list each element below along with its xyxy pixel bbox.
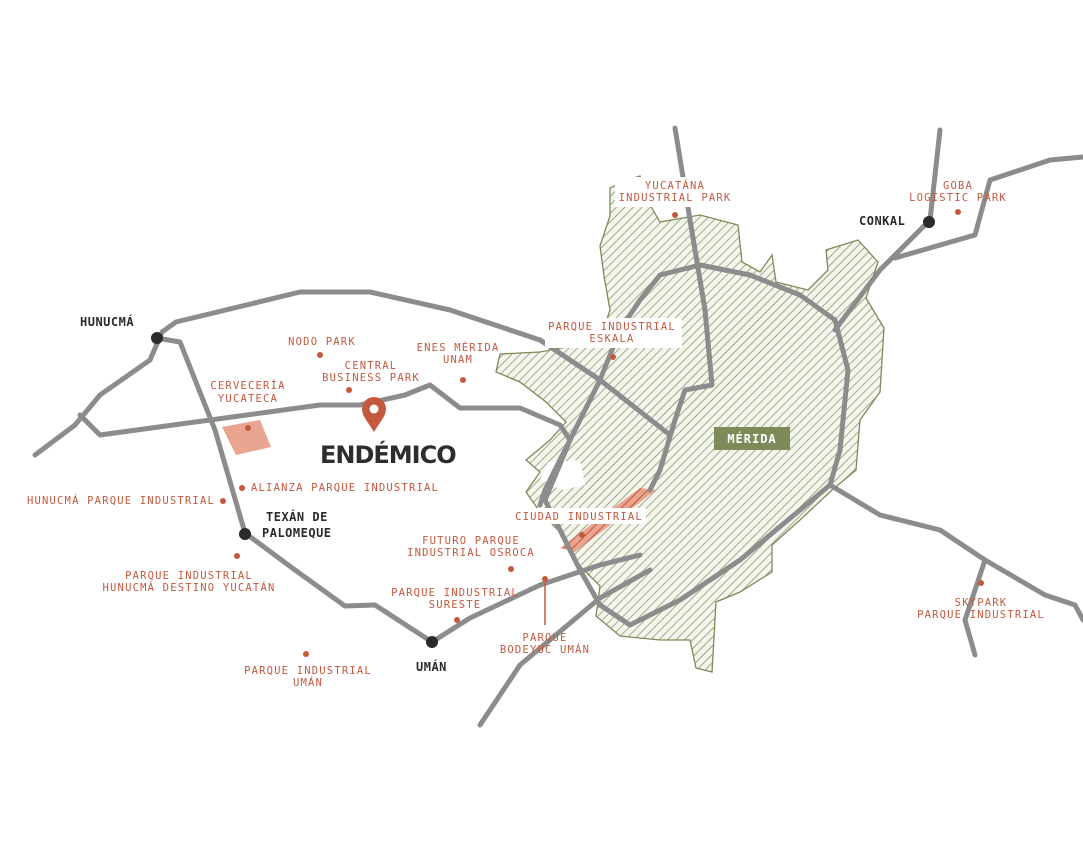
label-skypark-2[interactable]: PARQUE INDUSTRIAL [917, 609, 1045, 621]
town-label-conkal: CONKAL [859, 214, 905, 228]
label-cerveceria[interactable]: CERVECERÍA [210, 379, 285, 392]
label-sureste-2[interactable]: SURESTE [429, 599, 482, 611]
label-futuro-osroca-2[interactable]: INDUSTRIAL OSROCA [407, 547, 535, 559]
label-central-business-park-2[interactable]: BUSINESS PARK [322, 372, 420, 384]
label-destino-yucatan[interactable]: PARQUE INDUSTRIAL [125, 570, 253, 582]
uman-marker[interactable] [426, 636, 438, 648]
label-eskala-2[interactable]: ESKALA [589, 333, 634, 345]
label-cerveceria-2[interactable]: YUCATECA [218, 393, 278, 405]
hunucma-marker[interactable] [151, 332, 163, 344]
cerveceria-zone [222, 420, 271, 455]
label-sureste[interactable]: PARQUE INDUSTRIAL [391, 587, 519, 599]
label-yucatana[interactable]: YUCATÁNA [645, 179, 705, 192]
label-enes-merida-2[interactable]: UNAM [443, 354, 473, 366]
merida-label: MÉRIDA [727, 431, 776, 446]
label-alianza[interactable]: ALIANZA PARQUE INDUSTRIAL [251, 482, 439, 494]
conkal-marker[interactable] [923, 216, 935, 228]
label-uman-parque[interactable]: PARQUE INDUSTRIAL [244, 665, 372, 677]
label-goba[interactable]: GOBA [943, 180, 973, 192]
place-labels: NODO PARK CENTRAL BUSINESS PARK ENES MÉR… [27, 179, 1045, 689]
label-goba-2[interactable]: LOGISTIC PARK [909, 192, 1007, 204]
label-bodeyuc-2[interactable]: BODEYUC UMÁN [500, 643, 590, 656]
town-label-uman: UMÁN [416, 659, 447, 674]
label-ciudad-industrial[interactable]: CIUDAD INDUSTRIAL [515, 511, 643, 523]
endemico-logo: ENDÉMICO [320, 440, 456, 469]
label-skypark[interactable]: SKYPARK [955, 597, 1008, 609]
label-enes-merida[interactable]: ENES MÉRIDA [417, 341, 500, 354]
label-yucatana-2[interactable]: INDUSTRIAL PARK [619, 192, 732, 204]
label-eskala[interactable]: PARQUE INDUSTRIAL [548, 321, 676, 333]
town-label-texan-2: PALOMEQUE [262, 526, 332, 540]
merida-badge[interactable]: MÉRIDA [714, 427, 790, 450]
label-central-business-park[interactable]: CENTRAL [345, 360, 398, 372]
label-futuro-osroca[interactable]: FUTURO PARQUE [422, 535, 520, 547]
town-label-texan: TEXÁN DE [266, 509, 328, 524]
label-bodeyuc[interactable]: PARQUE [522, 632, 567, 644]
label-hunucma-parque[interactable]: HUNUCMÁ PARQUE INDUSTRIAL [27, 494, 215, 507]
label-nodo-park[interactable]: NODO PARK [288, 336, 356, 348]
place-dots [220, 209, 984, 657]
label-uman-parque-2[interactable]: UMÁN [293, 676, 323, 689]
town-label-hunucma: HUNUCMÁ [80, 314, 134, 329]
label-destino-yucatan-2[interactable]: HUNUCMÁ DESTINO YUCATÁN [103, 581, 276, 594]
texan-marker[interactable] [239, 528, 251, 540]
location-pin-icon[interactable] [362, 397, 386, 432]
